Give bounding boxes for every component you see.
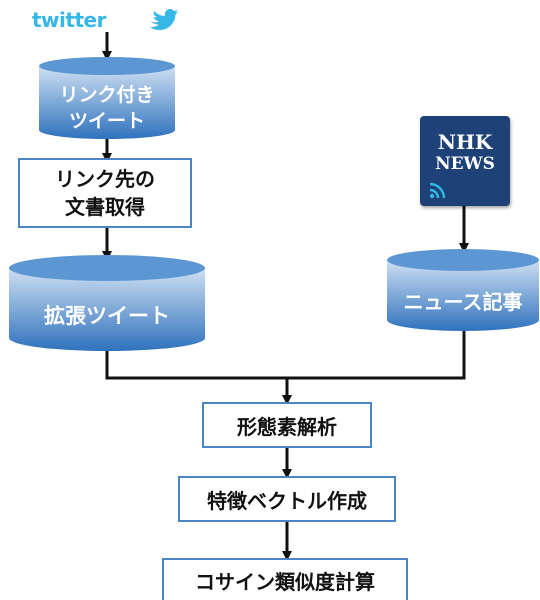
tweets-with-links-database: リンク付き ツイート — [38, 56, 176, 140]
cosine-similarity-label: コサイン類似度計算 — [195, 570, 375, 594]
cosine-similarity-step: コサイン類似度計算 — [162, 558, 408, 600]
morphological-analysis-label: 形態素解析 — [237, 414, 337, 439]
nhk-logo-text: NHK — [437, 130, 493, 154]
news-articles-database: ニュース記事 — [386, 248, 540, 332]
feature-vector-step: 特徴ベクトル作成 — [178, 476, 396, 522]
news-articles-label: ニュース記事 — [403, 290, 523, 314]
database-cylinder-icon — [387, 249, 539, 331]
tweets-with-links-label-line1: リンク付き — [59, 84, 155, 106]
database-cylinder-icon — [39, 57, 175, 139]
fetch-linked-documents-label-line1: リンク先の — [55, 167, 155, 191]
broadcast-icon — [429, 182, 446, 199]
database-cylinder-icon — [9, 255, 205, 351]
twitter-wordmark: twitter — [32, 8, 106, 32]
morphological-analysis-step: 形態素解析 — [202, 402, 372, 448]
tweets-with-links-label-line2: ツイート — [68, 110, 145, 132]
twitter-logo: twitter — [32, 6, 192, 34]
news-logo-text: NEWS — [435, 154, 495, 174]
feature-vector-label: 特徴ベクトル作成 — [207, 488, 367, 513]
fetch-linked-documents-label-line2: 文書取得 — [65, 195, 145, 219]
twitter-bird-icon — [150, 9, 178, 30]
nhk-news-logo: NHK NEWS — [420, 116, 510, 206]
extended-tweets-database: 拡張ツイート — [8, 254, 206, 352]
fetch-linked-documents-step: リンク先の 文書取得 — [18, 158, 192, 228]
extended-tweets-label: 拡張ツイート — [44, 304, 170, 328]
